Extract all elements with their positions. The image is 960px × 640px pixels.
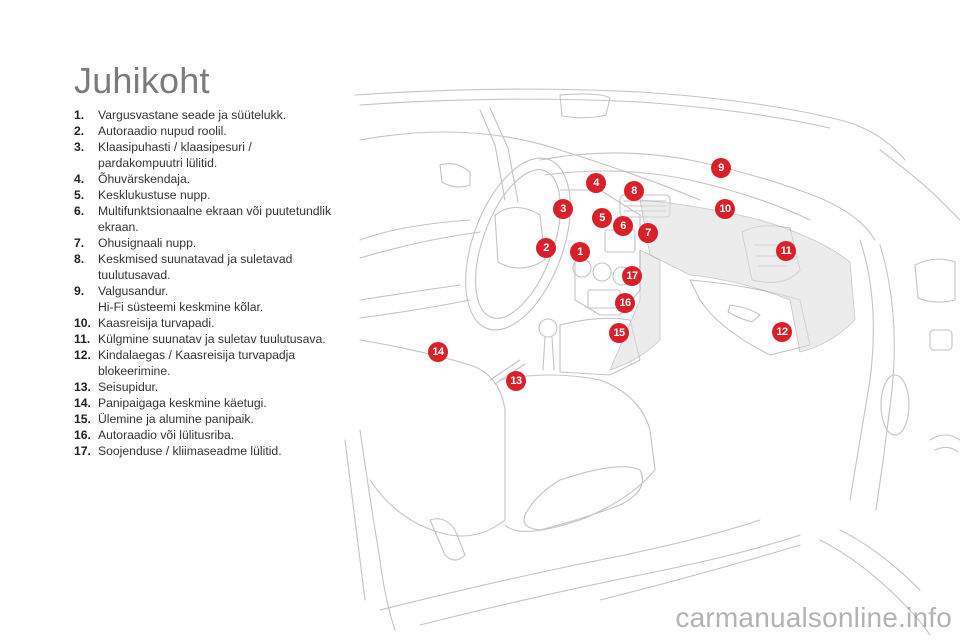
marker-6: 6 [613,216,633,236]
legend-item: 11. Külgmine suunatav ja suletav tuulutus… [74,331,354,347]
marker-11: 11 [776,241,796,261]
legend-item: 4. Õhuvärskendaja. [74,171,354,187]
marker-9: 9 [711,158,731,178]
marker-5: 5 [592,208,612,228]
legend-text: Autoraadio või lülitusriba. [98,428,235,442]
marker-14: 14 [428,342,448,362]
legend-text: Kindalaegas / Kaasreisija turvapadja [98,348,296,362]
legend-text: Panipaigaga keskmine käetugi. [98,396,267,410]
legend-item: 13. Seisupidur. [74,379,354,395]
legend-number: 6. [74,204,85,218]
legend-text: Seisupidur. [98,380,159,394]
legend-item: 14. Panipaigaga keskmine käetugi. [74,395,354,411]
dashboard-panel [639,199,856,353]
legend-item: 15. Ülemine ja alumine panipaik. [74,411,354,427]
legend-number: 4. [74,172,85,186]
legend-number: 13. [74,380,91,394]
legend-text: Ohusignaali nupp. [98,236,197,250]
legend-number: 7. [74,236,85,250]
legend-item: 10. Kaasreisija turvapadi. [74,315,354,331]
legend-number: 15. [74,412,91,426]
marker-3: 3 [553,199,573,219]
marker-1: 1 [570,242,590,262]
mirror-outline [559,93,611,119]
legend-text: Autoraadio nupud roolil. [98,124,227,138]
marker-13: 13 [506,371,526,391]
car-interior-illustration [344,88,960,636]
legend-text: pardakompuutri lülitid. [98,156,218,170]
marker-7: 7 [638,223,658,243]
legend-item: 6. Multifunktsionaalne ekraan või puutetu… [74,203,354,235]
legend-item: 1. Vargusvastane seade ja süütelukk. [74,107,354,123]
driver-seat [359,339,506,537]
marker-4: 4 [586,173,606,193]
legend-text: Õhuvärskendaja. [98,172,191,186]
dashboard-top [539,152,876,241]
legend-text: Klaasipuhasti / klaasipesuri / [98,140,252,154]
legend-item: 2. Autoraadio nupud roolil. [74,123,354,139]
legend-number: 3. [74,140,85,154]
legend-text: Kaasreisija turvapadi. [98,316,215,330]
gear-knob [538,318,558,338]
legend-text: Vargusvastane seade ja süütelukk. [98,108,287,122]
legend-text: tuulutusavad. [98,268,171,282]
legend-number: 12. [74,348,91,362]
watermark: carmanualsonline.info [675,602,952,633]
legend-text: Ülemine ja alumine panipaik. [98,412,254,426]
marker-10: 10 [715,199,735,219]
legend-item: 12. Kindalaegas / Kaasreisija turvapadja b… [74,347,354,379]
legend-text: Multifunktsionaalne ekraan või puutetund… [98,204,332,218]
legend-number: 9. [74,284,85,298]
marker-8: 8 [624,181,644,201]
legend-number: 17. [74,444,91,458]
steering-wheel [465,157,571,331]
legend-number: 10. [74,316,91,330]
legend-text: Hi-Fi süsteemi keskmine kõlar. [98,300,264,314]
legend-number: 14. [74,396,91,410]
page-title: Juhikoht [74,60,210,101]
marker-2: 2 [536,238,556,258]
legend-number: 16. [74,428,91,442]
legend-text: Valgusandur. [98,284,169,298]
legend-text: Külgmine suunatav ja suletav tuulutusava… [98,332,326,346]
legend-item: 9. Valgusandur. Hi-Fi süsteemi keskmine kõ… [74,283,354,315]
legend-text: blokeerimine. [98,364,171,378]
legend-number: 11. [74,332,91,346]
marker-17: 17 [622,266,642,286]
legend-item: 8. Keskmised suunatavad ja suletavad tuulu… [74,251,354,283]
legend-item: 16. Autoraadio või lülitusriba. [74,427,354,443]
marker-15: 15 [609,323,629,343]
legend-number: 5. [74,188,85,202]
legend-item: 3. Klaasipuhasti / klaasipesuri / pardakom… [74,139,354,171]
roof-line [354,88,906,161]
console-panel [609,249,661,371]
legend-text: ekraan. [98,220,139,234]
legend-text: Keskmised suunatavad ja suletavad [98,252,293,266]
legend-item: 5. Kesklukustuse nupp. [74,187,354,203]
legend-number: 1. [74,108,85,122]
legend-number: 8. [74,252,85,266]
legend-text: Soojenduse / kliimaseadme lülitid. [98,444,282,458]
legend-item: 7. Ohusignaali nupp. [74,235,354,251]
legend-item: 17. Soojenduse / kliimaseadme lülitid. [74,443,354,459]
legend-number: 2. [74,124,85,138]
marker-16: 16 [615,293,635,313]
legend-text: Kesklukustuse nupp. [98,188,211,202]
marker-12: 12 [772,322,792,342]
component-legend: 1. Vargusvastane seade ja süütelukk. 2. Au… [74,107,354,459]
